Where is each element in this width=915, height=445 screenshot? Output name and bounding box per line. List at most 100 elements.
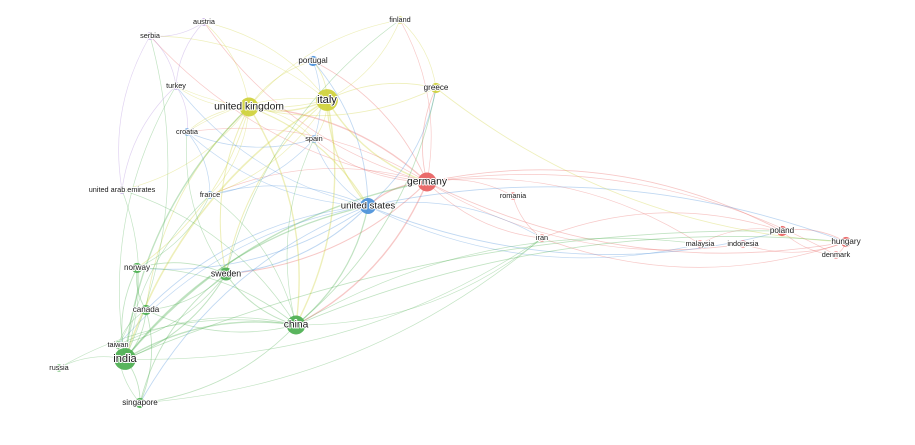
node-denmark[interactable] <box>832 251 840 259</box>
link-singapore-iran <box>139 237 543 404</box>
node-label-united-states: united states <box>341 201 396 212</box>
edges-layer <box>58 19 847 404</box>
link-sweden-singapore <box>139 273 227 404</box>
node-canada[interactable] <box>140 304 152 316</box>
link-poland-hungary <box>781 229 847 243</box>
link-spain-china <box>286 138 315 326</box>
node-india[interactable] <box>114 348 136 370</box>
link-united-states-hungary <box>367 186 847 243</box>
link-germany-italy <box>326 99 428 183</box>
link-croatia-sweden <box>186 131 227 275</box>
node-label-austria: austria <box>193 17 216 26</box>
link-germany-portugal <box>312 60 428 183</box>
link-austria-germany <box>203 21 428 183</box>
link-united-states-canada <box>145 205 369 311</box>
link-indonesia-hungary <box>742 241 847 253</box>
node-label-united-arab-emirates: united arab emirates <box>89 185 156 194</box>
node-germany[interactable] <box>417 172 437 192</box>
node-label-iran: iran <box>536 233 548 242</box>
link-china-canada <box>145 309 297 333</box>
link-united-kingdom-china <box>248 106 300 326</box>
link-turkey-india <box>119 85 177 360</box>
link-italy-sweden <box>225 99 328 275</box>
link-germany-indonesia <box>426 181 744 251</box>
node-finland[interactable] <box>396 16 404 24</box>
node-russia[interactable] <box>55 364 63 372</box>
link-france-norway <box>136 194 211 269</box>
link-germany-poland <box>426 169 783 232</box>
link-united-states-portugal <box>312 60 369 207</box>
link-china-malaysia <box>295 237 701 326</box>
link-germany-china <box>295 181 428 326</box>
link-united-states-france <box>209 185 369 207</box>
node-label-france: france <box>200 190 220 199</box>
link-united-states-italy <box>326 99 369 207</box>
node-label-sweden: sweden <box>211 268 241 278</box>
link-malaysia-poland <box>699 228 783 245</box>
link-united-arab-emirates-india <box>121 189 140 360</box>
node-united-kingdom[interactable] <box>239 97 259 117</box>
node-china[interactable] <box>286 315 306 335</box>
link-china-taiwan <box>117 317 297 346</box>
node-hungary[interactable] <box>840 236 852 248</box>
node-turkey[interactable] <box>172 82 180 90</box>
link-germany-france <box>209 168 428 196</box>
node-malaysia[interactable] <box>696 240 704 248</box>
link-croatia-spain <box>186 131 315 148</box>
link-china-india <box>124 321 297 360</box>
link-singapore-united-states <box>139 205 369 404</box>
node-label-united-kingdom: united kingdom <box>214 102 284 113</box>
node-taiwan[interactable] <box>114 341 122 349</box>
node-label-greece: greece <box>424 83 449 92</box>
link-united-states-india <box>124 205 369 360</box>
node-sweden[interactable] <box>219 267 233 281</box>
node-label-germany: germany <box>407 177 448 188</box>
link-italy-china <box>295 99 336 326</box>
link-italy-serbia <box>149 35 328 101</box>
node-united-arab-emirates[interactable] <box>118 186 126 194</box>
node-label-croatia: croatia <box>176 127 199 136</box>
link-norway-taiwan <box>117 267 138 346</box>
node-austria[interactable] <box>200 18 208 26</box>
link-germany-serbia <box>149 35 428 183</box>
node-italy[interactable] <box>316 89 338 111</box>
node-france[interactable] <box>206 191 214 199</box>
node-spain[interactable] <box>310 135 318 143</box>
node-portugal[interactable] <box>307 55 319 67</box>
link-italy-france <box>209 99 328 196</box>
link-austria-turkey <box>175 21 205 87</box>
link-finland-sweden <box>225 19 401 275</box>
link-austria-italy <box>203 21 328 101</box>
link-united-states-iran <box>367 201 543 239</box>
node-singapore[interactable] <box>134 397 146 409</box>
link-india-iran <box>124 237 543 360</box>
node-greece[interactable] <box>430 82 442 94</box>
node-iran[interactable] <box>538 234 546 242</box>
node-label-norway: norway <box>124 263 151 272</box>
link-serbia-india <box>124 35 169 360</box>
node-croatia[interactable] <box>183 128 191 136</box>
node-label-malaysia: malaysia <box>686 239 716 248</box>
node-poland[interactable] <box>776 225 788 237</box>
node-united-states[interactable] <box>360 198 376 214</box>
link-turkey-united-arab-emirates <box>121 85 177 191</box>
link-united-states-united-kingdom <box>248 106 369 207</box>
node-label-indonesia: indonesia <box>727 239 759 248</box>
link-germany-greece <box>422 87 437 183</box>
link-sweden-norway <box>136 262 227 275</box>
link-united-kingdom-sweden <box>219 106 250 275</box>
node-norway[interactable] <box>131 262 143 274</box>
node-label-spain: spain <box>305 134 322 143</box>
link-united-states-poland <box>367 205 783 255</box>
link-germany-sweden <box>225 181 428 275</box>
link-germany-malaysia <box>426 178 701 245</box>
node-serbia[interactable] <box>146 32 154 40</box>
link-austria-serbia <box>149 21 205 37</box>
link-china-hungary <box>295 236 847 326</box>
node-label-romania: romania <box>500 191 527 200</box>
link-germany-united-kingdom <box>248 106 428 183</box>
node-romania[interactable] <box>509 192 517 200</box>
node-indonesia[interactable] <box>739 240 747 248</box>
